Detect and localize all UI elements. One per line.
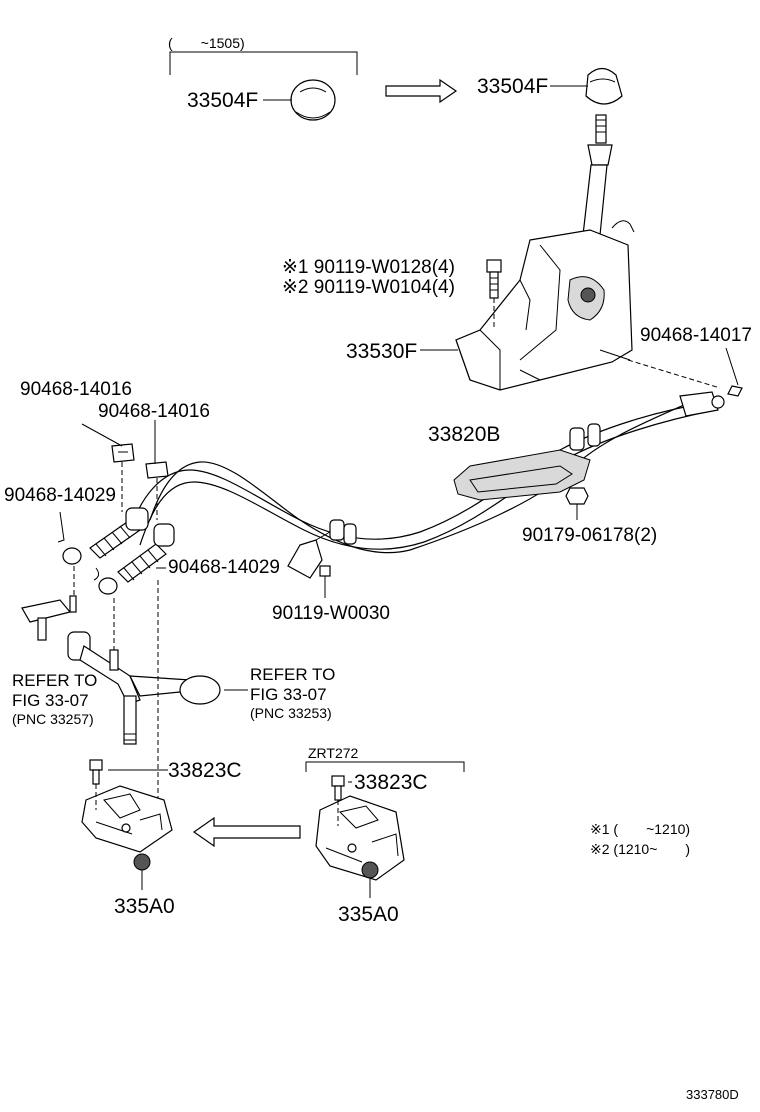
label-clip-14029-a: 90468-14029: [4, 485, 116, 506]
note-2: ※2 (1210~ ): [590, 841, 691, 857]
clip-90468-14029-b: [93, 567, 100, 581]
ref-left-line1: REFER TO: [12, 671, 98, 690]
shift-lever-housing: [455, 229, 633, 391]
label-bracket-bolt-right: 33823C: [354, 771, 428, 794]
label-clip-14017: 90468-14017: [640, 325, 752, 346]
clip-14017: [727, 385, 743, 397]
old-shift-knob: [290, 79, 336, 121]
clip-90468-14016-a: [111, 443, 135, 463]
cable-support-bracket: [287, 531, 331, 579]
label-bolt-1: ※1 90119-W0128(4): [282, 257, 455, 278]
zrt272-bracket: [305, 761, 465, 772]
cable-end-lower: [98, 523, 175, 595]
clip-90468-14016-b: [145, 461, 169, 479]
selector-lever: [21, 566, 77, 641]
ref-right-line2: FIG 33-07: [250, 685, 327, 704]
ref-right-line3: (PNC 33253): [250, 705, 332, 721]
zrt-note: ZRT272: [308, 745, 359, 761]
label-bolt-3: 90119-W0030: [272, 603, 390, 624]
label-clip-14016-a: 90468-14016: [20, 379, 132, 400]
label-cable: 33820B: [428, 423, 501, 446]
dash-clip-14017: [627, 359, 721, 389]
new-shift-knob: [585, 67, 623, 105]
shift-lever-shaft: [582, 114, 635, 236]
bolt-90119-W0030: [319, 565, 331, 598]
label-bracket-right: 335A0: [338, 903, 399, 926]
clip-90468-14029-a: [57, 511, 65, 543]
label-bracket-bolt-left: 33823C: [168, 759, 242, 782]
label-nut: 90179-06178(2): [522, 525, 658, 546]
bracket-left: [81, 759, 173, 890]
label-bolt-2: ※2 90119-W0104(4): [282, 277, 455, 298]
leader-14017: [725, 347, 739, 386]
label-shift-lever-assy: 33530F: [346, 340, 418, 363]
label-clip-14016-b: 90468-14016: [98, 401, 210, 422]
label-knob-new: 33504F: [477, 75, 549, 98]
ref-left-line2: FIG 33-07: [12, 691, 89, 710]
old-knob-bracket: [169, 51, 358, 75]
note-1: ※1 ( ~1210): [590, 821, 691, 837]
label-clip-14029-b: 90468-14029: [168, 557, 280, 578]
shift-lever-linkage: [67, 598, 221, 745]
bracket-right: [315, 775, 405, 898]
label-bracket-left: 335A0: [114, 895, 175, 918]
alternate-arrow: [192, 816, 301, 848]
ref-left-line3: (PNC 33257): [12, 711, 94, 727]
ref-right-line1: REFER TO: [250, 665, 336, 684]
cable-end-upper: [62, 507, 149, 565]
transmission-control-cable: [129, 391, 725, 554]
leader-14016-a: [81, 423, 123, 447]
supersession-arrow: [385, 78, 458, 104]
figure-id: 333780D: [686, 1087, 739, 1102]
top-range-note: ( ~1505): [168, 35, 245, 51]
nut-90179: [565, 487, 589, 520]
label-knob-old: 33504F: [187, 89, 259, 112]
housing-bolt: [486, 259, 502, 330]
